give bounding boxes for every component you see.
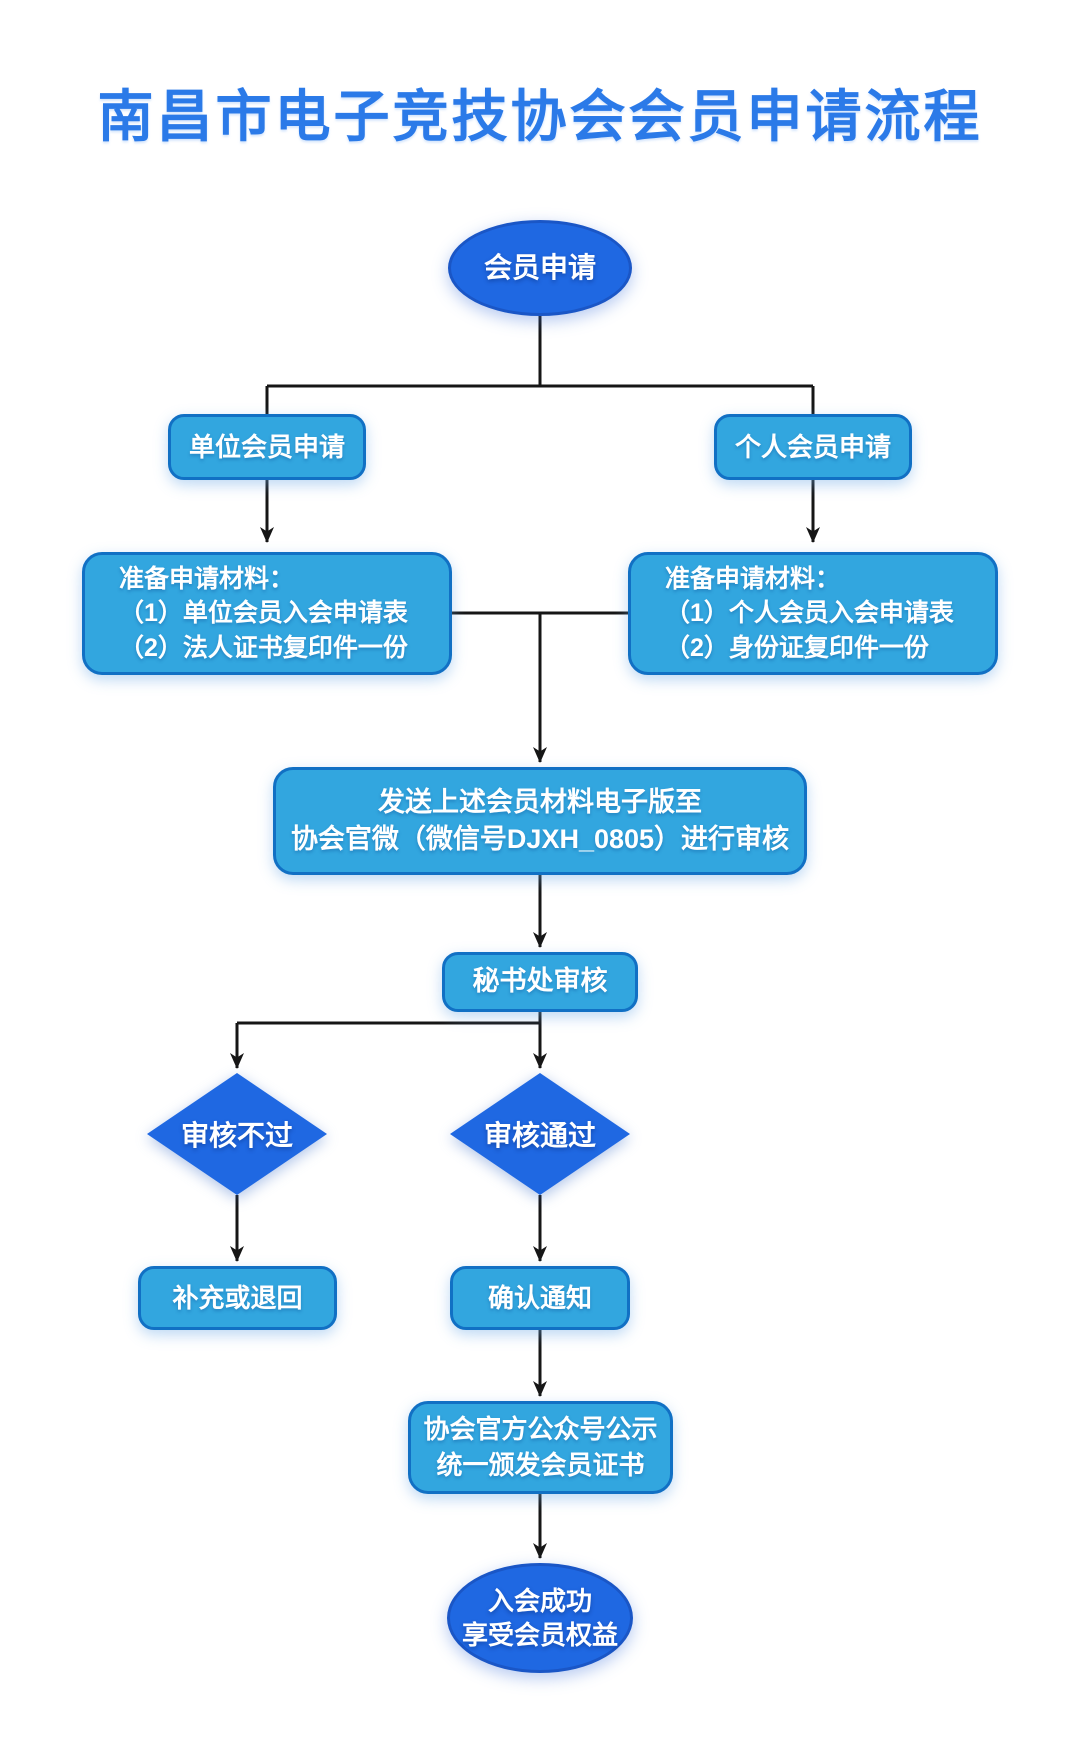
personal-materials-line: （1）个人会员入会申请表 (665, 599, 954, 628)
review-fail-label: 审核不过 (180, 1120, 293, 1151)
node-personal-apply-label: 个人会员申请 (734, 431, 891, 462)
node-unit-apply-label: 单位会员申请 (188, 431, 345, 462)
node-send-review: 发送上述会员材料电子版至 协会官微（微信号DJXH_0805）进行审核 (273, 767, 807, 875)
end-line: 入会成功 (487, 1585, 592, 1616)
node-start-label: 会员申请 (483, 251, 596, 283)
unit-materials-line: 准备申请材料： (119, 564, 295, 593)
node-supplement-or-return: 补充或退回 (138, 1266, 337, 1330)
node-unit-apply: 单位会员申请 (168, 414, 366, 480)
node-end: 入会成功 享受会员权益 (447, 1563, 633, 1673)
personal-materials-line: （2）身份证复印件一份 (665, 633, 929, 662)
confirm-notice-label: 确认通知 (487, 1282, 592, 1313)
end-line: 享受会员权益 (461, 1620, 618, 1650)
announce-line: 统一颁发会员证书 (436, 1449, 645, 1480)
node-unit-materials: 准备申请材料： （1）单位会员入会申请表 （2）法人证书复印件一份 (82, 552, 452, 675)
personal-materials-line: 准备申请材料： (665, 564, 841, 593)
node-announce: 协会官方公众号公示 统一颁发会员证书 (408, 1401, 673, 1494)
page-title: 南昌市电子竞技协会会员申请流程 (97, 85, 983, 148)
review-pass-label: 审核通过 (483, 1120, 596, 1151)
send-review-line: 协会官微（微信号DJXH_0805）进行审核 (290, 824, 790, 854)
unit-materials-line: （2）法人证书复印件一份 (119, 633, 408, 662)
node-personal-materials: 准备申请材料： （1）个人会员入会申请表 （2）身份证复印件一份 (628, 552, 998, 675)
node-review-pass: 审核通过 (450, 1073, 630, 1195)
unit-materials-line: （1）单位会员入会申请表 (119, 599, 408, 628)
node-review-fail: 审核不过 (147, 1073, 327, 1195)
node-confirm-notice: 确认通知 (450, 1266, 630, 1330)
secretariat-review-label: 秘书处审核 (472, 966, 608, 997)
node-secretariat-review: 秘书处审核 (442, 952, 638, 1012)
send-review-line: 发送上述会员材料电子版至 (378, 786, 702, 817)
connector-lines (230, 316, 820, 1559)
supplement-or-return-label: 补充或退回 (172, 1282, 303, 1313)
node-personal-apply: 个人会员申请 (714, 414, 912, 480)
announce-line: 协会官方公众号公示 (423, 1413, 658, 1444)
node-start: 会员申请 (448, 220, 632, 316)
